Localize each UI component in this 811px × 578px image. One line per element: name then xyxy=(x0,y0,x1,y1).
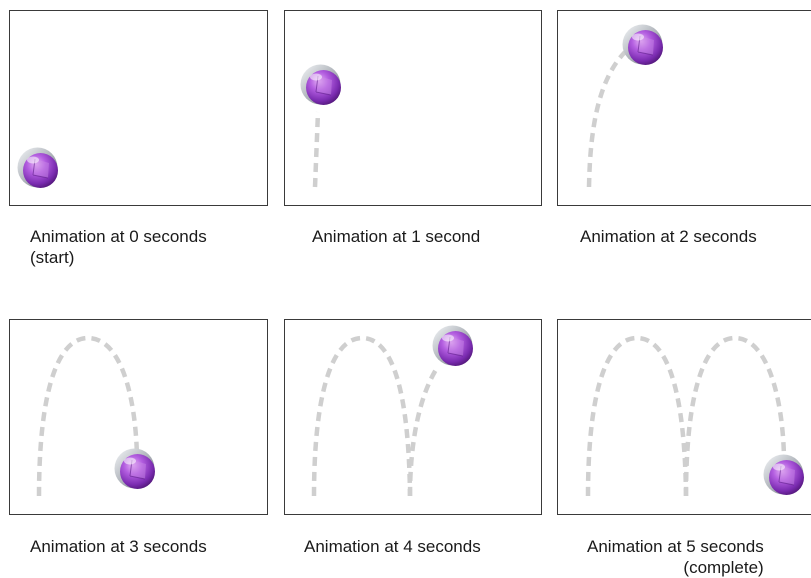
caption-line: Animation at 4 seconds xyxy=(304,537,481,556)
motion-trail xyxy=(585,335,689,497)
panel-4-seconds xyxy=(284,319,542,515)
caption-line: Animation at 1 second xyxy=(312,227,481,246)
caption-line: (complete) xyxy=(683,558,764,577)
caption-0-seconds: Animation at 0 seconds (start) xyxy=(30,226,207,268)
caption-line: Animation at 3 seconds xyxy=(30,537,207,556)
panel-frame xyxy=(557,10,811,206)
caption-1-second: Animation at 1 second xyxy=(312,226,480,247)
panel-0-seconds xyxy=(9,10,268,206)
caption-4-seconds: Animation at 4 seconds xyxy=(304,536,481,557)
caption-line: Animation at 2 seconds xyxy=(580,227,757,246)
caption-line: (start) xyxy=(30,248,75,267)
caption-5-seconds: Animation at 5 seconds (complete) xyxy=(587,536,764,578)
panel-1-second xyxy=(284,10,542,206)
panel-frame xyxy=(284,10,542,206)
motion-trail xyxy=(312,111,321,188)
motion-trail xyxy=(586,50,627,188)
motion-trail xyxy=(683,335,787,497)
panel-5-seconds xyxy=(557,319,811,515)
caption-line: Animation at 0 seconds xyxy=(30,227,207,246)
caption-3-seconds: Animation at 3 seconds xyxy=(30,536,207,557)
caption-2-seconds: Animation at 2 seconds xyxy=(580,226,757,247)
panel-2-seconds xyxy=(557,10,811,206)
panel-3-seconds xyxy=(9,319,268,515)
motion-trail xyxy=(311,335,413,497)
caption-line: Animation at 5 seconds xyxy=(587,537,764,556)
motion-trail xyxy=(36,335,140,497)
panel-frame xyxy=(284,319,542,515)
motion-trail xyxy=(407,366,439,497)
